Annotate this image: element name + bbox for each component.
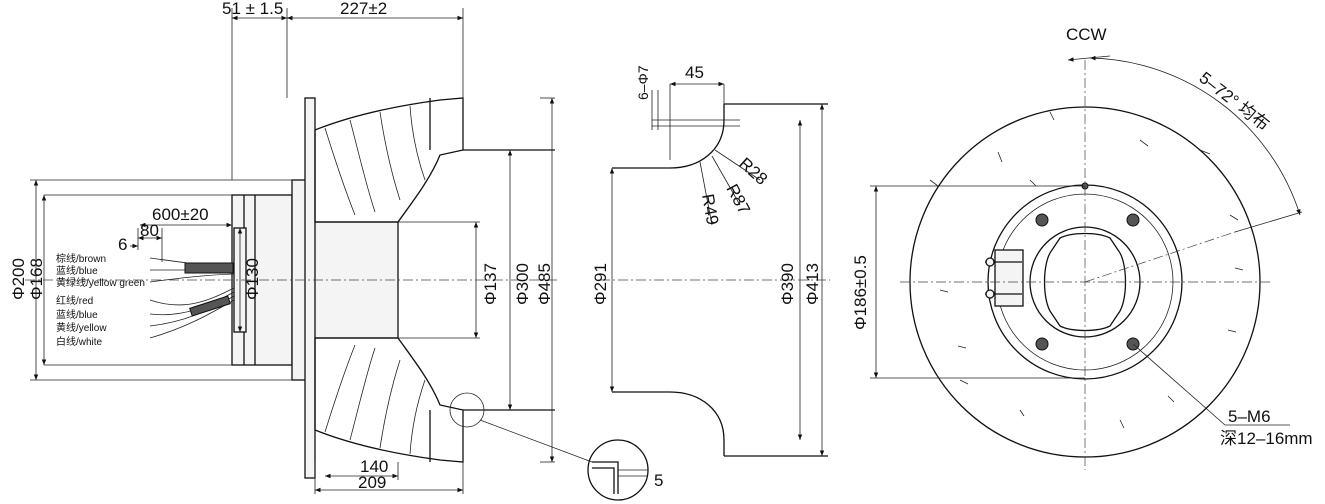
dim-detail: 5 [654,471,663,490]
spacing-label: 5–72° 均布 [1196,68,1273,134]
dim-cable-length: 600±20 [152,205,209,224]
cable-bundle [149,257,235,339]
wire-label-red: 红线/red [56,294,93,307]
wire-label-brown: 棕线/brown [56,252,106,265]
dim-ring-inlet: Φ291 [591,263,610,305]
dim-hub-diameter: Φ130 [243,258,262,300]
impeller-bottom [314,337,464,463]
dim-r87: R87 [722,181,753,217]
wire-label-blue: 蓝线/blue [56,264,98,277]
dim-r49: R49 [698,192,722,226]
dim-max-diameter: Φ485 [535,263,554,305]
dim-ring-width: 45 [685,63,704,82]
dim-inner-width: 140 [360,457,388,476]
inlet-ring-view: 6–Φ7 45 R28 R87 R49 Φ291 Φ390 Φ413 [591,63,830,457]
thread-depth-label: 深12–16mm [1220,429,1313,448]
wire-label-white: 白线/white [56,335,103,348]
blade-slots [929,111,1244,429]
dim-depth: 227±2 [340,0,387,18]
dim-offset: 51 ± 1.5 [222,0,283,18]
ring-profile [612,103,828,169]
dim-strip-b: 80 [140,221,159,240]
dim-motor-diameter: Φ168 [27,258,46,300]
wire-label-yellow: 黄线/yellow [56,321,107,334]
side-view: 51 ± 1.5 227±2 [9,0,663,501]
dim-strip-a: 6 [118,235,127,254]
dim-inlet-diameter: Φ137 [481,263,500,305]
impeller-top [314,97,464,223]
dim-outer-width: 209 [358,473,386,492]
front-view: CCW 5–72° 均布 Φ186±0.5 5–M6 深12–16mm [851,25,1313,470]
dim-ring-outer: Φ413 [803,263,822,305]
pcd-label: Φ186±0.5 [851,255,870,330]
detail-circle [449,392,485,428]
dim-holes: 6–Φ7 [635,65,651,100]
dim-wheel-diameter: Φ300 [513,263,532,305]
dim-ring-mid: Φ390 [778,263,797,305]
thread-label: 5–M6 [1228,407,1271,426]
wire-label-blue-2: 蓝线/blue [56,308,98,321]
dim-outer-diameter: Φ200 [9,258,28,300]
wire-label-yellow-green: 黄绿线/yellow green [56,276,145,289]
rotation-label: CCW [1066,25,1107,44]
terminal-box [994,249,1024,307]
backplate [304,97,316,479]
